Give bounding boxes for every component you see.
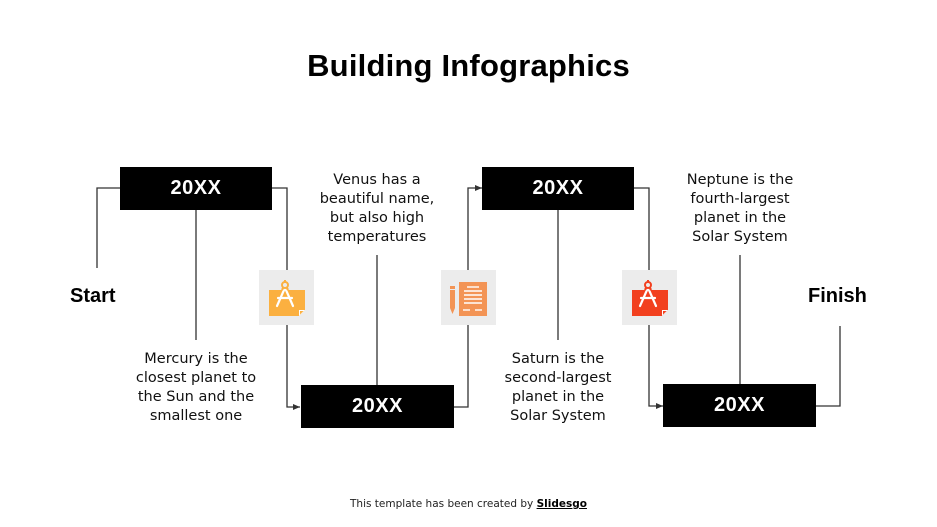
desc-line: Solar System	[510, 408, 606, 424]
desc-line: Venus has a	[333, 172, 421, 188]
step-4-description: Neptune is the fourth-largest planet in …	[660, 171, 820, 247]
desc-line: Mercury is the	[144, 351, 248, 367]
finish-label: Finish	[808, 285, 867, 307]
icon-tile-2	[441, 270, 496, 325]
drafting-compass-blueprint-icon	[268, 279, 305, 316]
desc-line: planet in the	[511, 389, 605, 405]
step-3-description: Saturn is the second-largest planet in t…	[478, 350, 638, 426]
desc-line: fourth-largest	[690, 191, 790, 207]
step-1-description: Mercury is the closest planet to the Sun…	[116, 350, 276, 426]
slidesgo-link[interactable]: Slidesgo	[536, 498, 587, 510]
desc-line: but also high	[329, 210, 425, 226]
year-box-2: 20XX	[301, 385, 454, 428]
document-pencil-icon	[449, 281, 487, 316]
icon-tile-1	[259, 270, 314, 325]
icon-tile-3	[622, 270, 677, 325]
page-title: Building Infographics	[307, 48, 630, 83]
desc-line: temperatures	[327, 229, 427, 245]
step-2-description: Venus has a beautiful name, but also hig…	[297, 171, 457, 247]
desc-line: planet in the	[693, 210, 787, 226]
desc-line: Neptune is the	[686, 172, 794, 188]
desc-line: Saturn is the	[511, 351, 605, 367]
desc-line: Solar System	[692, 229, 788, 245]
desc-line: second-largest	[504, 370, 612, 386]
footer-credit: This template has been created by Slides…	[0, 498, 937, 510]
year-box-3: 20XX	[482, 167, 634, 210]
desc-line: smallest one	[149, 408, 243, 424]
desc-line: closest planet to	[135, 370, 257, 386]
footer-text: This template has been created by	[350, 498, 537, 510]
desc-line: beautiful name,	[319, 191, 435, 207]
drafting-compass-blueprint-icon	[631, 279, 668, 316]
start-label: Start	[70, 285, 116, 307]
year-box-1: 20XX	[120, 167, 272, 210]
desc-line: the Sun and the	[137, 389, 255, 405]
year-box-4: 20XX	[663, 384, 816, 427]
